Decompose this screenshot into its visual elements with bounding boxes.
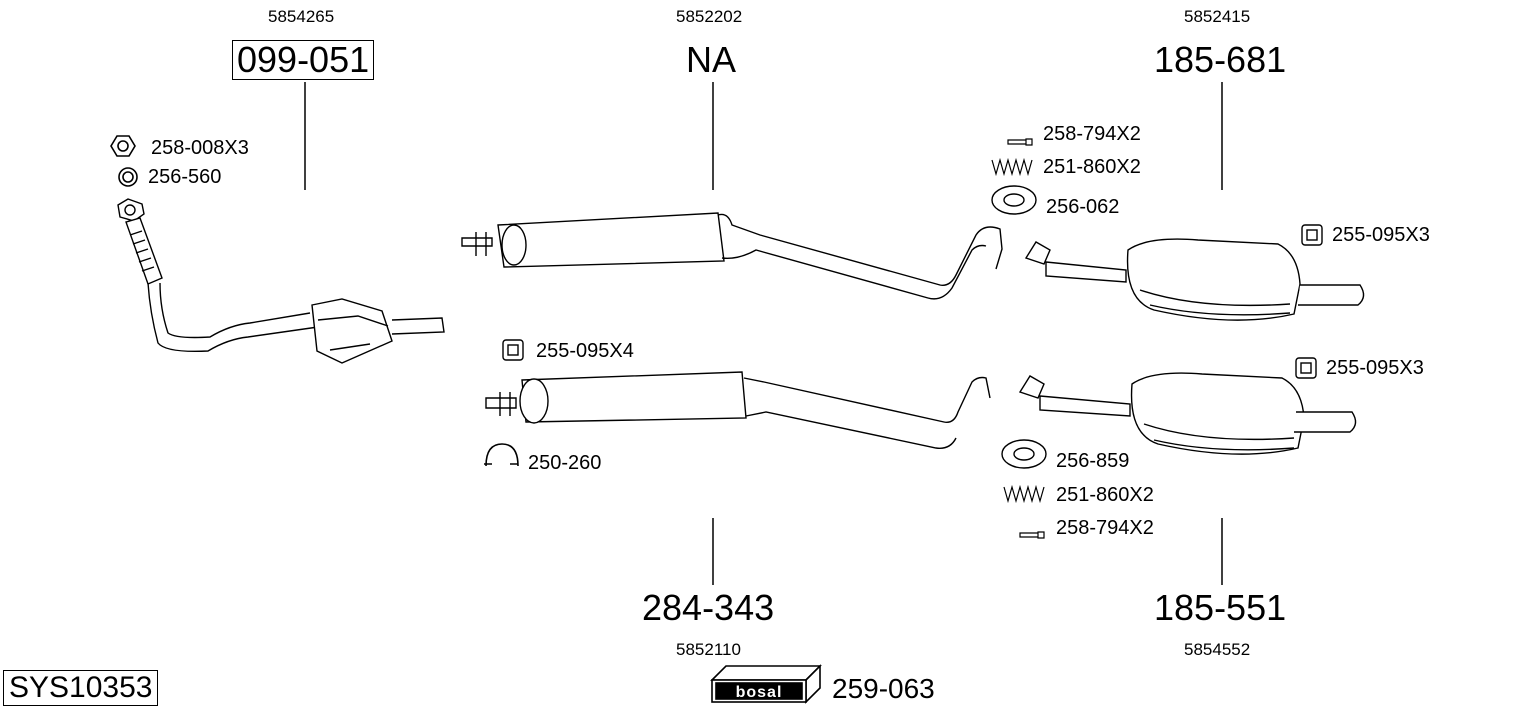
accessory-label-gasket-lower: 256-859 xyxy=(1056,450,1130,472)
part-number-front-pipe[interactable]: NA xyxy=(686,39,737,80)
oem-number-rear-box-lower: 5854552 xyxy=(1184,640,1251,659)
gasket-icon xyxy=(991,185,1037,215)
bolt-icon xyxy=(1019,531,1045,539)
accessory-label-gasket-upper: 256-062 xyxy=(1046,196,1120,218)
ring-icon xyxy=(118,167,138,187)
accessory-label-clamp-lower: 250-260 xyxy=(528,452,602,474)
brand-part-number[interactable]: 259-063 xyxy=(832,673,935,704)
bolt-icon xyxy=(1007,138,1033,146)
oem-number-front-pipe: 5852202 xyxy=(676,7,743,26)
hanger-icon xyxy=(1295,357,1317,379)
accessory-label-ring: 256-560 xyxy=(148,166,222,188)
part-number-catalyst[interactable]: 099-051 xyxy=(232,40,375,80)
accessory-label-bolt-upper: 258-794X2 xyxy=(1043,123,1141,145)
accessory-label-nut: 258-008X3 xyxy=(151,137,249,159)
part-number-rear-box-lower[interactable]: 185-551 xyxy=(1154,587,1287,628)
accessory-label-hanger-upper-rear: 255-095X3 xyxy=(1332,224,1430,246)
oem-number-rear-box-upper: 5852415 xyxy=(1184,7,1251,26)
spring-icon xyxy=(1003,484,1045,504)
accessory-label-hanger-lower-front: 255-095X4 xyxy=(536,340,634,362)
hanger-icon xyxy=(502,339,524,361)
bosal-logo xyxy=(710,664,822,704)
part-number-center-pipe-lower[interactable]: 284-343 xyxy=(642,587,775,628)
oem-number-center-pipe-lower: 5852110 xyxy=(676,640,741,659)
center-pipe-lower-drawing xyxy=(485,371,991,449)
front-pipe-drawing xyxy=(461,212,1003,300)
accessory-label-hanger-lower-rear: 255-095X3 xyxy=(1326,357,1424,379)
accessory-label-spring-upper: 251-860X2 xyxy=(1043,156,1141,178)
oem-number-catalyst: 5854265 xyxy=(268,7,335,26)
spring-icon xyxy=(991,157,1033,177)
accessory-label-bolt-lower: 258-794X2 xyxy=(1056,517,1154,539)
system-code: SYS10353 xyxy=(3,670,159,706)
hanger-icon xyxy=(1301,224,1323,246)
rear-box-upper-drawing xyxy=(1024,238,1365,321)
rear-box-lower-drawing xyxy=(1018,372,1357,455)
gasket-icon xyxy=(1001,439,1047,469)
bosal-logo-text: bosal xyxy=(736,684,783,701)
part-number-rear-box-upper[interactable]: 185-681 xyxy=(1154,39,1287,80)
catalyst-drawing xyxy=(117,198,445,364)
accessory-label-spring-lower: 251-860X2 xyxy=(1056,484,1154,506)
nut-icon xyxy=(110,135,136,157)
clamp-icon xyxy=(484,443,519,467)
